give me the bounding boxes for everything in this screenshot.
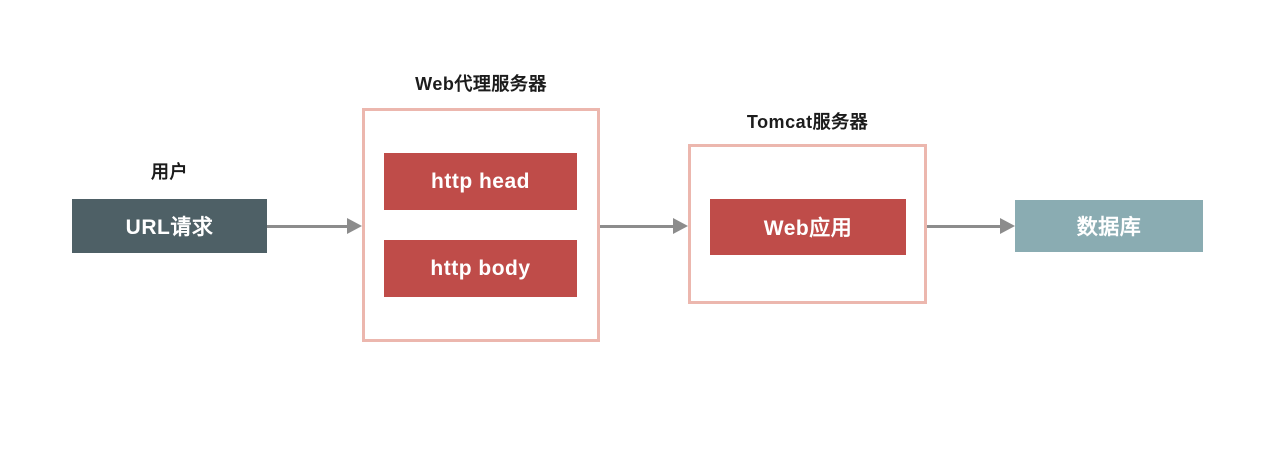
arrow-line [927, 224, 1002, 228]
user-label: 用户 [151, 162, 188, 182]
proxy-server-container [362, 108, 600, 342]
http-head-box: http head [384, 153, 577, 210]
flow-arrow-tomcat-to-database [927, 218, 1015, 234]
arrow-line [267, 224, 349, 228]
url-request-box: URL请求 [72, 199, 267, 253]
arrow-head-icon [347, 218, 362, 234]
database-box: 数据库 [1015, 200, 1203, 252]
flow-arrow-user-to-proxy [267, 218, 362, 234]
arrow-line [600, 224, 675, 228]
proxy-server-label: Web代理服务器 [415, 74, 547, 94]
arrow-head-icon [673, 218, 688, 234]
arrow-head-icon [1000, 218, 1015, 234]
flow-arrow-proxy-to-tomcat [600, 218, 688, 234]
web-app-box: Web应用 [710, 199, 906, 255]
tomcat-server-label: Tomcat服务器 [746, 112, 869, 132]
http-body-box: http body [384, 240, 577, 297]
